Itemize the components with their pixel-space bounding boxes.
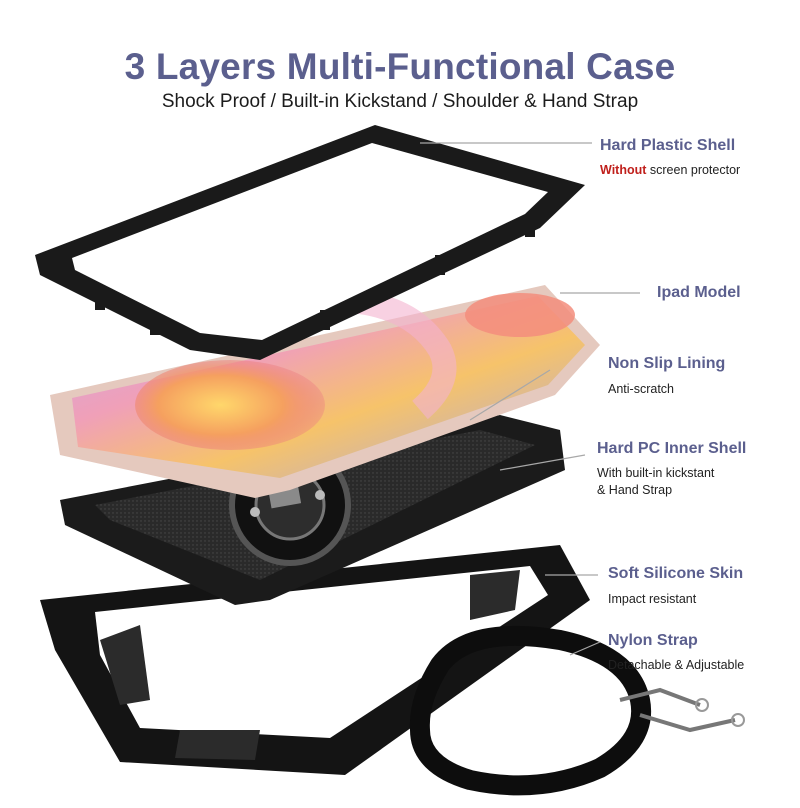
callout-nylon-strap: Nylon Strap [608, 632, 698, 649]
page-title: 3 Layers Multi-Functional Case [124, 46, 676, 87]
callout-soft-silicone-skin-note: Impact resistant [608, 592, 697, 606]
callout-hard-pc-inner-shell-note-2: & Hand Strap [597, 483, 673, 497]
note-rest: screen protector [646, 163, 741, 177]
callout-hard-pc-inner-shell: Hard PC Inner Shell [597, 440, 747, 457]
plastic-shell [35, 125, 585, 360]
callout-non-slip-lining: Non Slip Lining [608, 355, 726, 372]
callout-ipad-model: Ipad Model [657, 284, 741, 301]
nylon-strap [409, 625, 745, 796]
callout-hard-plastic-shell: Hard Plastic Shell [600, 137, 736, 154]
callout-hard-plastic-shell-note: Without screen protector [600, 162, 740, 179]
highlight-without: Without [600, 163, 647, 177]
callout-soft-silicone-skin: Soft Silicone Skin [608, 565, 744, 582]
page-subtitle: Shock Proof / Built-in Kickstand / Shoul… [161, 91, 639, 112]
callout-hard-pc-inner-shell-note-1: With built-in kickstant [597, 466, 715, 480]
silicone-skin [40, 545, 590, 775]
leader-lines [420, 142, 640, 656]
callout-nylon-strap-note: Detachable & Adjustable [608, 658, 745, 672]
callout-non-slip-lining-note: Anti-scratch [608, 382, 674, 396]
